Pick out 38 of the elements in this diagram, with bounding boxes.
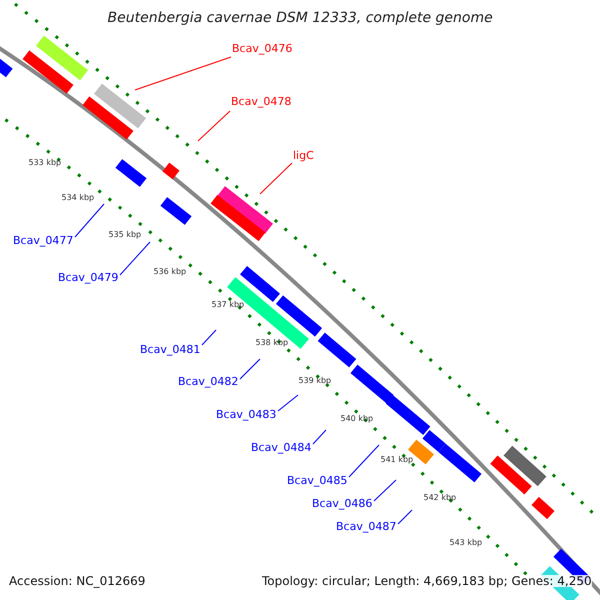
tick-label: 537 kbp <box>212 301 244 309</box>
leader-line <box>240 358 260 380</box>
gene-label: Bcav_0483 <box>216 408 276 420</box>
tick-label: 543 kbp <box>450 539 482 547</box>
gene-label: Bcav_0481 <box>140 344 200 354</box>
gene-label: Bcav_0479 <box>58 272 118 282</box>
gene-label: Bcav_0477 <box>13 234 74 246</box>
leader-line <box>74 204 104 238</box>
tick-label: 535 kbp <box>108 231 142 239</box>
map-title: Beutenbergia cavernae DSM 12333, complete genome <box>108 11 493 25</box>
gene-label: ligC <box>293 150 314 160</box>
gene-label: Bcav_0485 <box>287 474 348 486</box>
leader-line <box>374 480 396 502</box>
tick-label: 539 kbp <box>298 377 332 385</box>
leader-line <box>120 242 150 276</box>
leader-line <box>202 330 216 346</box>
leader-line <box>312 430 326 444</box>
tick-label: 541 kbp <box>380 456 414 464</box>
tick-label: 538 kbp <box>256 339 288 347</box>
gene-label: Bcav_0476 <box>232 42 292 54</box>
gene-label: Bcav_0484 <box>251 442 312 452</box>
tick-label: 540 kbp <box>340 415 374 423</box>
leader-line <box>198 110 230 142</box>
leader-line <box>398 510 412 524</box>
leader-line <box>134 56 232 90</box>
leader-line <box>278 394 298 412</box>
gene-label: Bcav_0482 <box>178 376 238 386</box>
genome-summary-text: Topology: circular; Length: 4,669,183 bp; Genes: 4,250 <box>262 575 592 587</box>
tick-label: 534 kbp <box>62 194 94 202</box>
gene-label: Bcav_0487 <box>336 520 396 532</box>
leader-line <box>348 444 380 478</box>
gene-label: Bcav_0486 <box>312 498 372 508</box>
gene-label: Bcav_0478 <box>231 96 292 106</box>
accession-text: Accession: NC_012669 <box>9 575 146 587</box>
tick-label: 542 kbp <box>424 494 456 502</box>
leader-line <box>260 162 292 194</box>
tick-label: 533 kbp <box>28 159 62 167</box>
tick-label: 536 kbp <box>154 268 186 276</box>
